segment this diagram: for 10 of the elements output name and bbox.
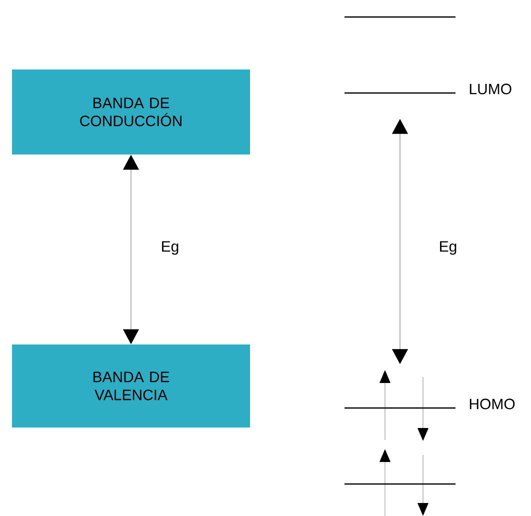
level-label: HOMO — [470, 398, 515, 410]
edge-label: Eg — [438, 240, 458, 256]
energy-level-line — [344, 16, 456, 18]
band-box: BANDA DE CONDUCCIÓN — [12, 70, 250, 154]
band-box: BANDA DE VALENCIA — [12, 344, 250, 428]
energy-level-line — [344, 92, 456, 94]
edge-label: Eg — [160, 240, 180, 256]
energy-level-line — [344, 407, 456, 409]
level-label: LUMO — [470, 84, 512, 94]
energy-level-line — [344, 483, 456, 485]
